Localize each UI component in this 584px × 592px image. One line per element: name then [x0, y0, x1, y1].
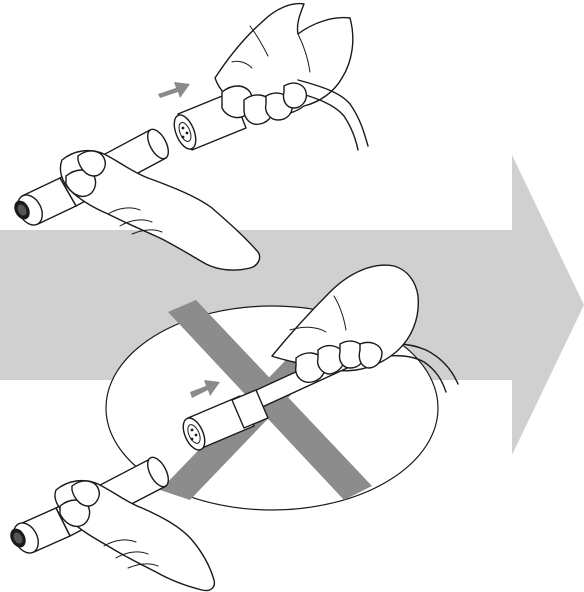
insert-direction-arrow-icon — [158, 82, 190, 98]
